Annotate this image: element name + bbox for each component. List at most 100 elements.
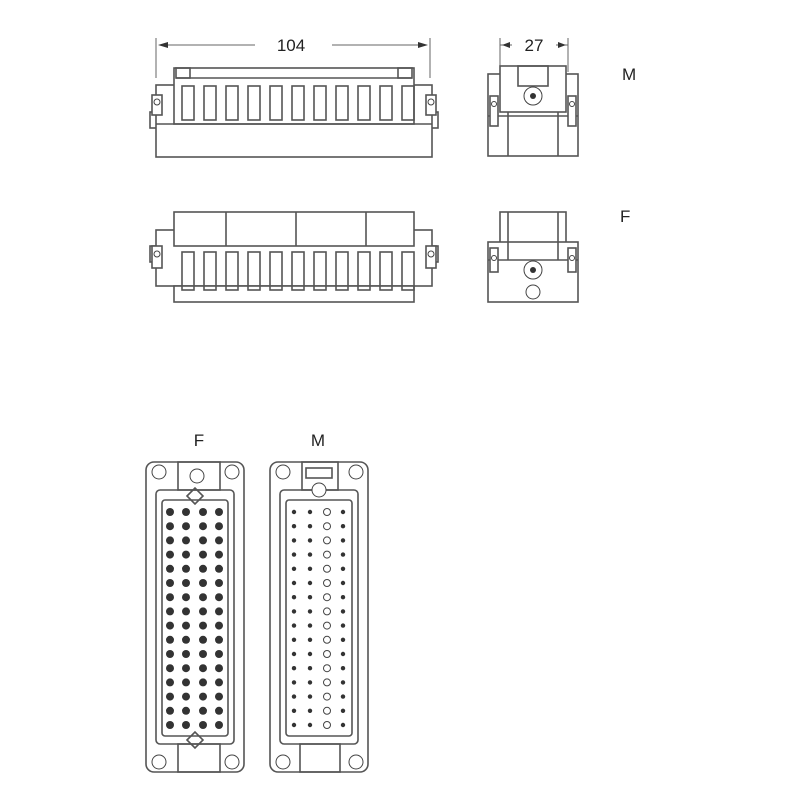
male-contact-pin	[291, 651, 297, 657]
male-face-label: M	[311, 431, 325, 450]
male-contact-grid	[291, 508, 346, 729]
male-contact-pin	[323, 678, 331, 687]
male-contact-pin	[307, 623, 313, 628]
female-contact-socket	[166, 536, 174, 545]
female-contact-socket	[215, 522, 223, 531]
female-contact-socket	[182, 508, 190, 516]
female-contact-socket	[199, 692, 207, 701]
male-contact-pin	[307, 509, 313, 515]
female-contact-socket	[182, 721, 190, 729]
female-contact-socket	[182, 635, 190, 644]
male-contact-pin	[291, 552, 297, 557]
side-contact-slot	[225, 251, 239, 291]
male-insert-end-view	[487, 65, 579, 157]
female-contact-socket	[199, 550, 207, 559]
female-contact-socket	[215, 593, 223, 602]
male-contact-pin	[323, 550, 331, 559]
male-contact-pin	[323, 721, 331, 729]
female-contact-socket	[182, 621, 190, 630]
male-contact-pin	[340, 637, 346, 642]
female-contact-socket	[182, 678, 190, 687]
male-contact-pin	[307, 566, 313, 571]
side-contact-slot	[357, 85, 371, 121]
female-contact-socket	[182, 692, 190, 701]
female-contact-socket	[166, 706, 174, 715]
male-contact-pin	[323, 692, 331, 701]
female-contact-socket	[199, 621, 207, 630]
male-contact-pin	[323, 593, 331, 602]
side-contact-slot	[203, 85, 217, 121]
male-contact-pin	[291, 722, 297, 728]
side-contact-slot	[379, 85, 393, 121]
male-contact-pin	[307, 680, 313, 685]
female-contact-socket	[215, 607, 223, 616]
male-contact-pin	[340, 552, 346, 557]
male-contact-pin	[323, 536, 331, 545]
female-contact-socket	[215, 692, 223, 701]
female-contact-socket	[182, 650, 190, 658]
side-contact-slot	[401, 251, 415, 291]
side-contact-slot	[313, 251, 327, 291]
female-contact-socket	[215, 635, 223, 644]
male-contact-pin	[307, 637, 313, 642]
male-contact-pin	[307, 708, 313, 713]
dimension-depth-label: 27	[525, 36, 544, 55]
male-contact-pin	[307, 538, 313, 543]
female-contact-socket	[199, 721, 207, 729]
female-contact-socket	[199, 664, 207, 673]
male-contact-pin	[340, 609, 346, 614]
side-contact-slot	[313, 85, 327, 121]
female-contact-socket	[182, 706, 190, 715]
female-face-label: F	[194, 431, 204, 450]
male-insert-side-view	[149, 67, 439, 158]
male-contact-pin	[291, 566, 297, 571]
side-contact-slot	[225, 85, 239, 121]
female-contact-socket	[215, 564, 223, 573]
female-contact-socket	[215, 650, 223, 658]
male-contact-pin	[323, 650, 331, 658]
side-contact-slot	[247, 85, 261, 121]
side-contact-slot	[335, 251, 349, 291]
female-contact-socket	[166, 650, 174, 658]
male-side-label: M	[622, 65, 636, 84]
male-contact-pin	[291, 609, 297, 614]
female-contact-socket	[215, 550, 223, 559]
male-contact-pin	[323, 508, 331, 516]
female-contact-socket	[199, 706, 207, 715]
male-contact-pin	[307, 524, 313, 529]
side-contact-slot	[379, 251, 393, 291]
female-contact-socket	[199, 508, 207, 516]
male-contact-pin	[307, 595, 313, 600]
side-contact-slot	[291, 251, 305, 291]
male-contact-pin	[291, 694, 297, 699]
female-contact-socket	[166, 579, 174, 587]
female-contact-socket	[166, 607, 174, 616]
male-contact-pin	[307, 722, 313, 728]
side-contact-slot	[291, 85, 305, 121]
male-contact-pin	[323, 621, 331, 630]
side-contact-slot	[357, 251, 371, 291]
female-contact-socket	[199, 536, 207, 545]
female-contact-socket	[199, 579, 207, 587]
male-contact-pin	[340, 694, 346, 699]
side-contact-slot	[335, 85, 349, 121]
male-contact-pin	[340, 566, 346, 571]
female-contact-socket	[166, 508, 174, 516]
male-contact-pin	[340, 509, 346, 515]
male-contact-pin	[323, 706, 331, 715]
male-contact-pin	[340, 580, 346, 586]
female-contact-socket	[215, 721, 223, 729]
male-contact-pin	[291, 637, 297, 642]
female-contact-socket	[215, 621, 223, 630]
male-contact-pin	[340, 722, 346, 728]
female-contact-socket	[182, 564, 190, 573]
male-contact-pin	[323, 635, 331, 644]
male-contact-pin	[291, 595, 297, 600]
female-contact-socket	[182, 664, 190, 673]
male-contact-pin	[291, 666, 297, 671]
female-contact-socket	[215, 579, 223, 587]
male-contact-pin	[291, 509, 297, 515]
male-contact-pin	[340, 595, 346, 600]
male-contact-pin	[323, 522, 331, 531]
female-contact-socket	[215, 678, 223, 687]
